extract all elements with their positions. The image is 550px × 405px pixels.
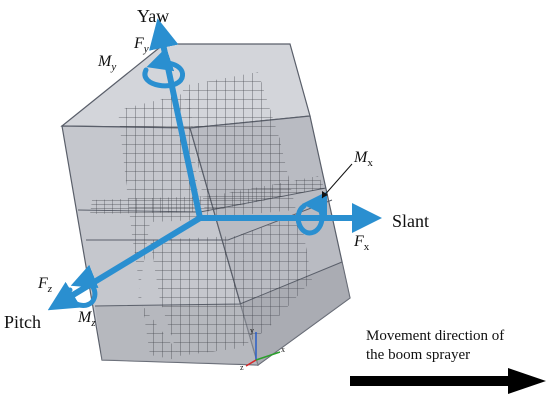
moment-x-arrow (295, 191, 328, 236)
triad-y-label: y (250, 326, 254, 335)
pitch-label: Pitch (4, 312, 41, 332)
moment-z-arrow (65, 264, 99, 308)
yaw-label: Yaw (137, 6, 169, 26)
moment-my-label: My (97, 53, 116, 73)
movement-text-line2: the boom sprayer (366, 347, 470, 363)
horizontal-mesh-plate (90, 176, 325, 214)
moment-y-arrow (142, 47, 186, 89)
mesh-planes (90, 72, 325, 360)
mx-leader-head (322, 191, 328, 198)
triad-x-label: x (281, 345, 285, 354)
triad-z-axis (245, 359, 257, 367)
vertical-mesh-lower (150, 236, 266, 356)
box-lower-right-band (240, 262, 350, 365)
triad-z-label: z (240, 363, 244, 372)
movement-arrow (350, 368, 546, 394)
pitch-arrow (47, 215, 203, 311)
coordinate-triad: y x z (240, 326, 285, 372)
force-fx-label: Fx (353, 233, 370, 253)
vertical-mesh-left (118, 92, 200, 360)
moment-mz-label: Mz (77, 309, 96, 329)
slant-label: Slant (392, 211, 429, 231)
moment-mx-label: Mx (353, 149, 373, 169)
mx-leader-line (321, 163, 353, 199)
triad-x-axis (255, 351, 281, 361)
force-fz-label: Fz (37, 275, 53, 295)
vertical-mesh-lower-right (236, 214, 312, 330)
force-fy-label: Fy (133, 35, 149, 55)
vertical-mesh-center (182, 72, 296, 218)
movement-text-line1: Movement direction of (366, 328, 504, 344)
moment-arrows (65, 47, 328, 308)
